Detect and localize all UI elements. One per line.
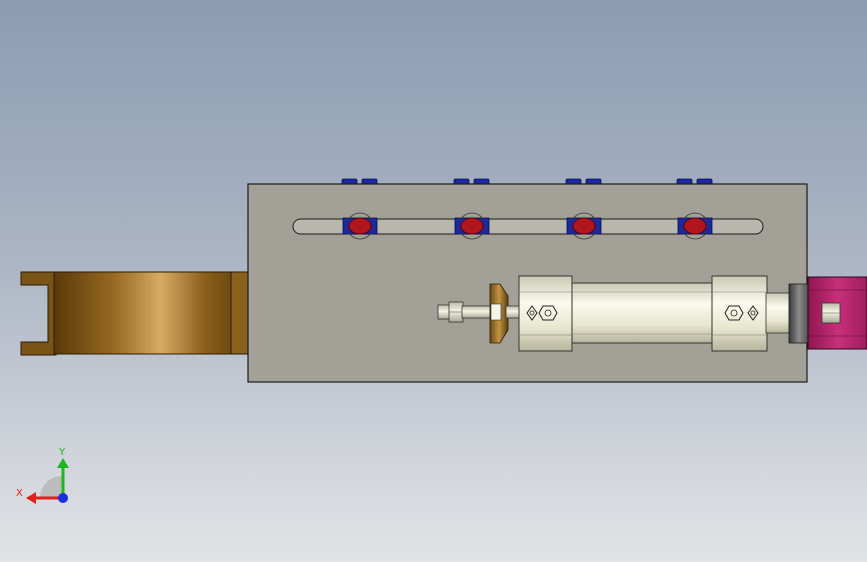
y-axis-arrow-icon: [57, 458, 69, 468]
x-axis-arrow-icon: [26, 492, 36, 504]
triad-y-label: Y: [58, 447, 66, 458]
cylinder-barrel: [571, 282, 713, 344]
orientation-triad: Y X: [16, 447, 69, 504]
mount-ring: [788, 283, 810, 344]
slot-bolt: [566, 212, 602, 240]
rear-mount-block[interactable]: [807, 276, 867, 350]
rod-segment: [505, 305, 521, 319]
adjustment-slot: [292, 218, 764, 235]
triad-plane: [40, 476, 62, 498]
slot-bolts: [342, 212, 713, 240]
bracket-fork: [20, 271, 57, 356]
piston-rod: [461, 305, 493, 319]
rear-pivot-boss: [765, 292, 791, 334]
bracket-body: [53, 271, 233, 355]
slot-bolt: [454, 212, 490, 240]
rear-end-cap: [711, 275, 768, 352]
port-diamond-icon: [747, 305, 759, 321]
bracket-flange: [230, 271, 250, 355]
slot-bolt: [342, 212, 378, 240]
hex-port-icon: [538, 305, 558, 321]
rod-end-tip: [437, 304, 451, 320]
hex-port-icon: [724, 305, 744, 321]
port-diamond-icon: [526, 305, 538, 321]
z-axis-origin-icon: [58, 493, 68, 503]
clamp-bracket[interactable]: [20, 271, 250, 356]
slot-bolt: [677, 212, 713, 240]
triad-x-label: X: [16, 488, 23, 499]
pneumatic-cylinder[interactable]: [437, 275, 791, 352]
